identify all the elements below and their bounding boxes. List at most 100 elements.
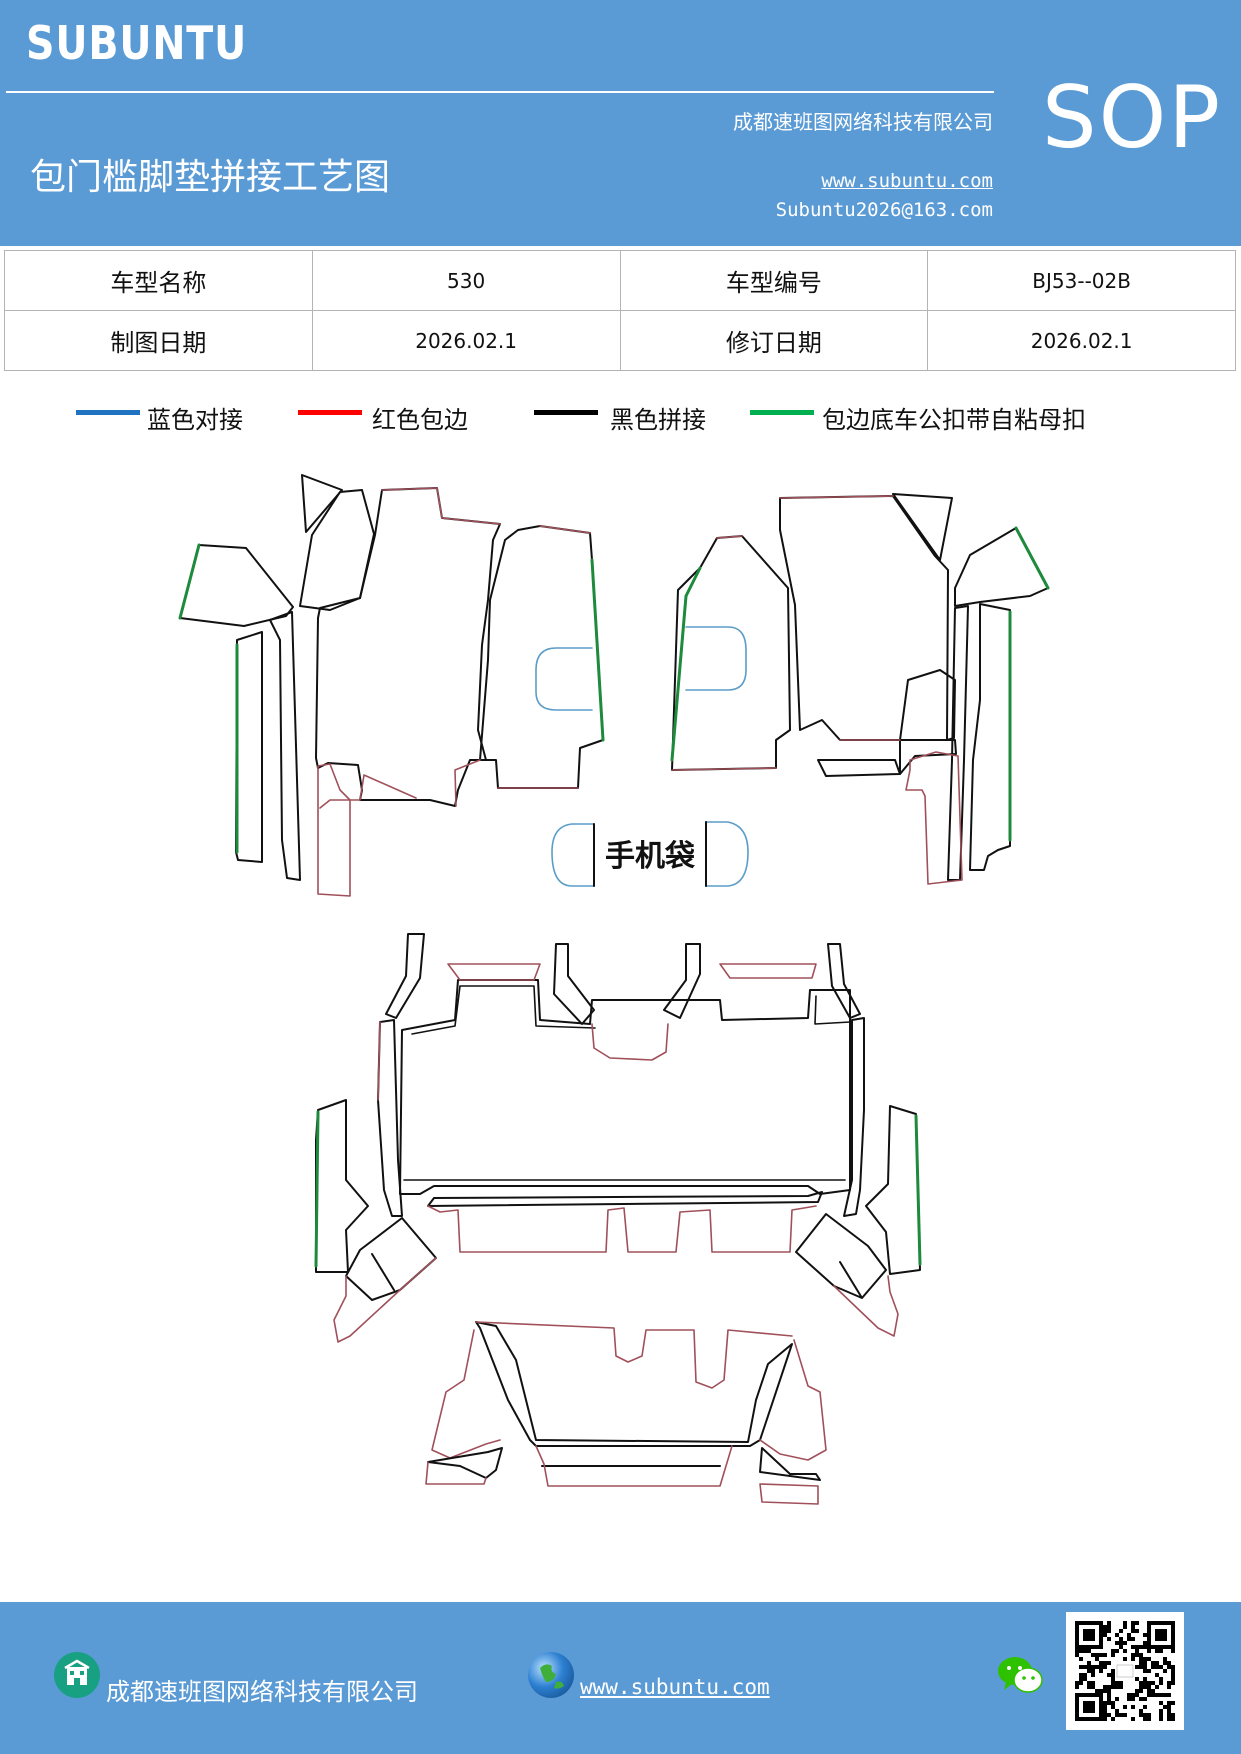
qr-module — [1171, 1633, 1175, 1637]
qr-module — [1139, 1653, 1143, 1657]
qr-module — [1083, 1649, 1087, 1653]
qr-module — [1123, 1621, 1127, 1625]
qr-module — [1131, 1637, 1135, 1641]
qr-module — [1159, 1645, 1163, 1649]
front-left-blue-join — [535, 647, 593, 711]
qr-module — [1143, 1685, 1147, 1689]
qr-module — [1111, 1673, 1115, 1677]
qr-module — [1087, 1701, 1091, 1705]
qr-module — [1111, 1685, 1115, 1689]
qr-module — [1135, 1677, 1139, 1681]
qr-module — [1155, 1685, 1159, 1689]
wechat-icon[interactable] — [996, 1654, 1044, 1698]
website-link[interactable]: www.subuntu.com — [821, 170, 993, 192]
qr-module — [1151, 1621, 1155, 1625]
qr-module — [1127, 1637, 1131, 1641]
qr-module — [1107, 1685, 1111, 1689]
qr-module — [1147, 1693, 1151, 1697]
model-code-label: 车型编号 — [619, 250, 929, 311]
qr-module — [1099, 1645, 1103, 1649]
legend-label-black: 黑色拼接 — [610, 406, 706, 434]
qr-module — [1147, 1713, 1151, 1717]
second-row-side-left — [377, 1019, 403, 1217]
qr-module — [1099, 1713, 1103, 1717]
qr-code[interactable] — [1066, 1612, 1184, 1730]
qr-module — [1103, 1665, 1107, 1669]
qr-module — [1107, 1693, 1111, 1697]
qr-module — [1159, 1677, 1163, 1681]
qr-module — [1123, 1625, 1127, 1629]
qr-module — [1099, 1629, 1103, 1633]
qr-module — [1147, 1641, 1151, 1645]
footer-website-link[interactable]: www.subuntu.com — [580, 1675, 770, 1699]
front-right-outer-flap — [954, 527, 1049, 607]
qr-module — [1135, 1689, 1139, 1693]
email-address[interactable]: Subuntu2026@163.com — [775, 199, 993, 221]
third-row-main — [475, 1321, 793, 1447]
qr-module — [1155, 1693, 1159, 1697]
legend-label-blue: 蓝色对接 — [147, 406, 243, 434]
front-right-left-green — [670, 566, 702, 762]
qr-module — [1139, 1709, 1143, 1713]
third-row-right-piece — [759, 1447, 821, 1481]
brand-logo: SUBUNTU — [26, 16, 248, 70]
second-row-inner — [403, 985, 851, 1181]
qr-module — [1155, 1621, 1159, 1625]
front-right-mat — [670, 493, 1050, 885]
model-name-value: 530 — [311, 250, 621, 311]
qr-module — [1139, 1661, 1143, 1665]
qr-module — [1107, 1637, 1111, 1641]
qr-module — [1079, 1645, 1083, 1649]
qr-module — [1075, 1681, 1079, 1685]
qr-module — [1139, 1657, 1143, 1661]
qr-module — [1167, 1661, 1171, 1665]
qr-module — [1095, 1717, 1099, 1721]
qr-module — [1099, 1705, 1103, 1709]
qr-module — [1139, 1713, 1143, 1717]
qr-module — [1115, 1713, 1119, 1717]
qr-module — [1123, 1641, 1127, 1645]
qr-module — [1087, 1633, 1091, 1637]
front-left-right-part — [479, 525, 604, 789]
qr-module — [1107, 1689, 1111, 1693]
qr-module — [1171, 1713, 1175, 1717]
qr-module — [1127, 1633, 1131, 1637]
qr-module — [1095, 1621, 1099, 1625]
qr-module — [1103, 1685, 1107, 1689]
qr-module — [1139, 1697, 1143, 1701]
qr-module — [1075, 1649, 1079, 1653]
qr-module — [1111, 1717, 1115, 1721]
qr-module — [1167, 1705, 1171, 1709]
front-left-side-strip — [299, 489, 375, 611]
second-row-mat — [314, 933, 922, 1343]
qr-module — [1159, 1665, 1163, 1669]
qr-module — [1095, 1693, 1099, 1697]
qr-module — [1135, 1629, 1139, 1633]
qr-module — [1159, 1717, 1163, 1721]
qr-module — [1163, 1621, 1167, 1625]
qr-module — [1111, 1681, 1115, 1685]
front-right-triangle — [892, 493, 953, 561]
front-left-foot — [317, 763, 351, 897]
qr-module — [1147, 1689, 1151, 1693]
second-row-left-corner — [345, 1217, 437, 1301]
qr-module — [1159, 1633, 1163, 1637]
qr-module — [1091, 1709, 1095, 1713]
qr-module — [1159, 1621, 1163, 1625]
qr-module — [1119, 1629, 1123, 1633]
qr-module — [1099, 1669, 1103, 1673]
qr-module — [1167, 1713, 1171, 1717]
qr-module — [1099, 1637, 1103, 1641]
qr-module — [1155, 1661, 1159, 1665]
qr-module — [1079, 1649, 1083, 1653]
qr-module — [1095, 1689, 1099, 1693]
qr-module — [1091, 1633, 1095, 1637]
front-left-mat — [178, 474, 605, 897]
qr-module — [1099, 1625, 1103, 1629]
third-row-left-piece — [427, 1447, 503, 1479]
qr-module — [1139, 1645, 1143, 1649]
qr-module — [1091, 1681, 1095, 1685]
qr-module — [1079, 1665, 1083, 1669]
qr-module — [1131, 1645, 1135, 1649]
second-row-left-corner-red — [333, 1257, 437, 1343]
